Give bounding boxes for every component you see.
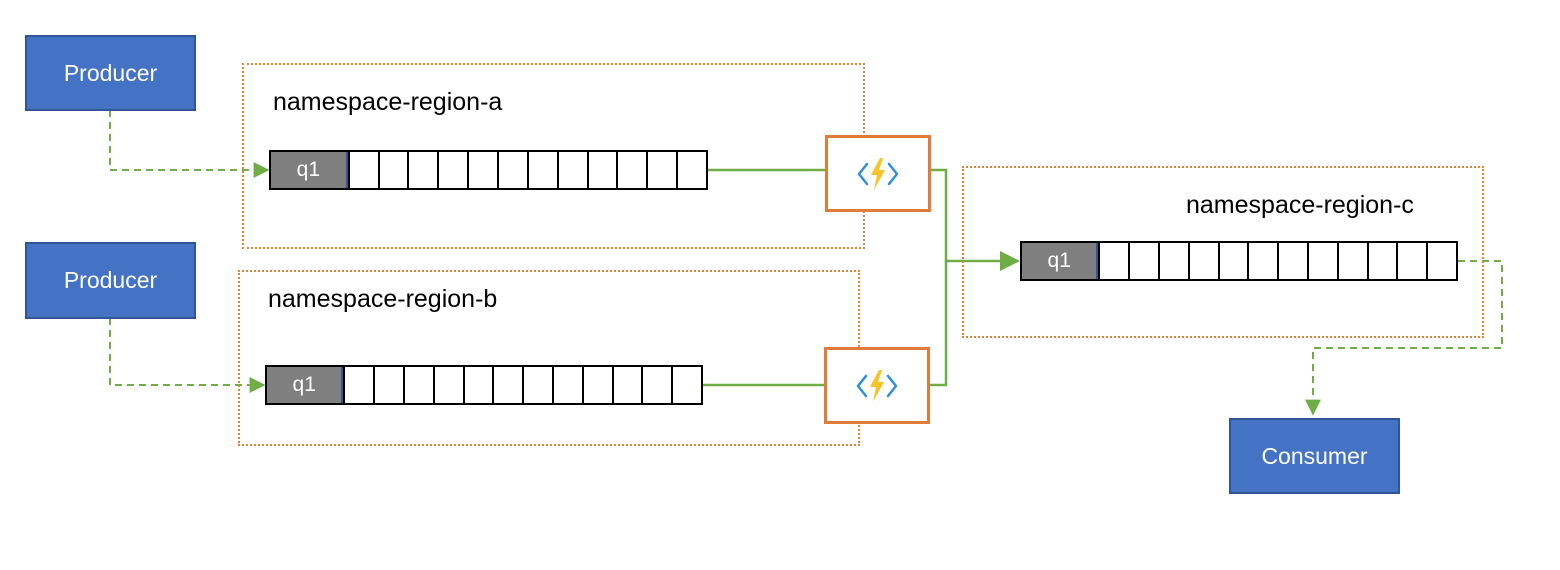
azure-function-icon [856,369,898,402]
queue-slot [407,152,438,188]
queue-slot [641,367,672,403]
producer-a-label: Producer [63,59,158,86]
queue-slot [526,152,557,188]
queue-slot [1128,243,1159,279]
function-b-to-queue-c [930,261,948,387]
queue-label: q1 [271,152,348,188]
queue-slot [1098,243,1129,279]
queue-slot [646,152,677,188]
queue-slot [1187,243,1218,279]
producer-a-to-queue-a [109,110,270,178]
queue-slot [462,367,493,403]
queue-slot [586,152,617,188]
queue-slot [522,367,553,403]
queue-slot [1158,243,1188,279]
azure-function-icon [857,157,899,190]
namespace-region-c-queue: q1 [1020,241,1458,281]
queue-slot [403,367,433,403]
queue-slot [611,367,642,403]
queue-slot [437,152,468,188]
producer-b-label: Producer [63,267,158,293]
namespace-region-a-label: namespace-region-a [273,88,503,116]
function-b-box [824,347,930,424]
queue-slot [552,367,582,403]
queue-label: q1 [1022,243,1099,279]
queue-slot [1247,243,1278,279]
queue-c-to-consumer [1305,260,1503,416]
namespace-region-c-label: namespace-region-c [1186,191,1414,219]
queue-slot [467,152,497,188]
queue-slot [1366,243,1397,279]
producer-b-box: Producer [25,242,196,319]
function-a-to-queue-c [931,168,1020,271]
queue-slot [556,152,587,188]
queue-slot [671,367,702,403]
queue-slot [373,367,404,403]
namespace-region-c-box [962,166,1484,338]
function-a-box [825,135,931,212]
queue-slot [676,152,706,188]
queue-slot [492,367,523,403]
queue-slot [347,152,378,188]
queue-slot [1277,243,1308,279]
queue-slot [616,152,647,188]
namespace-region-b-label: namespace-region-b [268,285,498,313]
consumer-label: Consumer [1261,442,1368,469]
consumer-box: Consumer [1229,418,1400,494]
queue-slot [581,367,612,403]
namespace-region-b-queue: q1 [265,365,703,405]
queue-slot [343,367,374,403]
queue-slot [1336,243,1367,279]
queue-slot [1426,243,1457,279]
producer-a-box: Producer [25,35,196,111]
queue-slot [1396,243,1427,279]
queue-slot [1217,243,1248,279]
queue-slot [377,152,408,188]
queue-slot [496,152,527,188]
queue-slot [432,367,463,403]
queue-label: q1 [267,367,344,403]
producer-b-to-queue-b [109,318,266,393]
queue-slot [1307,243,1337,279]
namespace-region-a-queue: q1 [269,150,708,190]
